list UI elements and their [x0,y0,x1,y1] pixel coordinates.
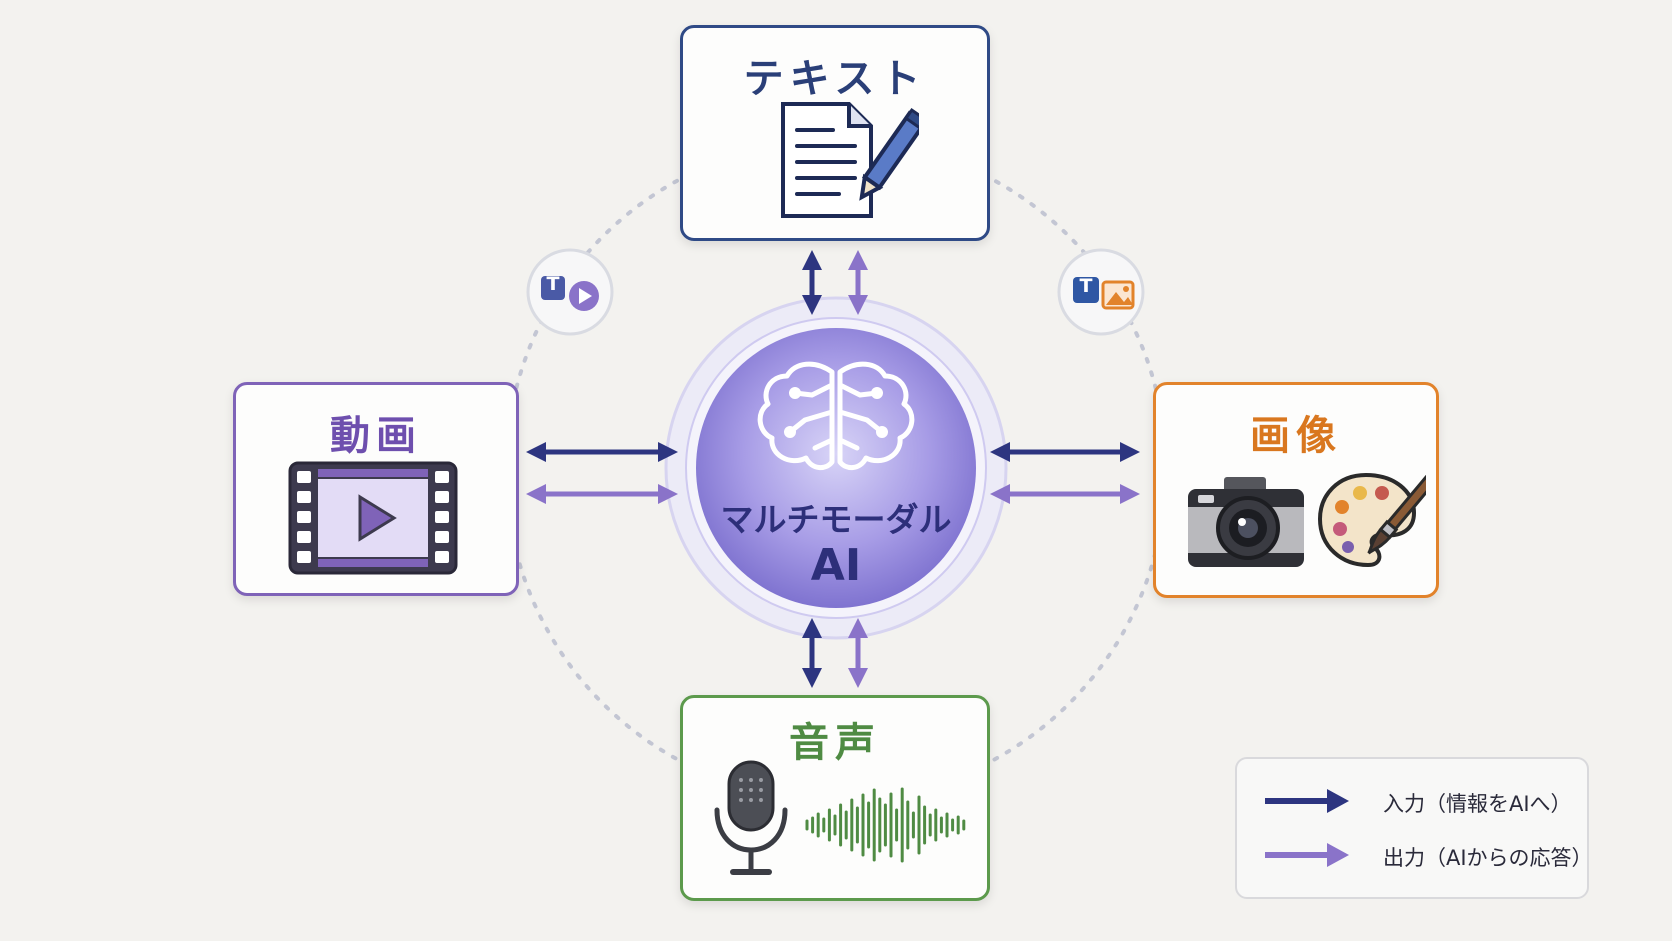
text-to-video-badge [526,248,614,336]
audio-modality-box: 音声 [680,695,990,901]
audio-modality-title: 音声 [789,720,881,766]
legend-output-arrow [1265,843,1349,867]
image-modality-box: 画像 [1153,382,1439,598]
text-to-image-badge [1057,248,1145,336]
video-modality-box: 動画 [233,382,519,596]
text-modality-box: テキスト [680,25,990,241]
center-subtitle: AI [810,540,862,591]
center-title: マルチモーダル [720,500,952,539]
palette-brush-icon [1317,472,1426,568]
sound-wave-icon [805,787,966,863]
text-to-image-icon [1101,280,1135,310]
legend-output-label: 出力（AIからの応答） [1383,846,1593,870]
document-pencil-icon [781,102,919,218]
legend: 入力（情報をAIへ） 出力（AIからの応答） [1235,757,1593,899]
video-modality-title: 動画 [330,413,422,459]
camera-icon [1188,477,1304,567]
brain-circuit-icon [757,361,915,470]
legend-input-label: 入力（情報をAIへ） [1383,792,1572,816]
image-modality-title: 画像 [1250,413,1342,459]
microphone-icon [714,760,788,875]
film-strip-play-icon [288,461,458,575]
text-modality-title: テキスト [743,56,927,102]
badge-letter-t-image: T [1079,275,1093,297]
legend-input-arrow [1265,789,1349,813]
badge-letter-t-video: T [546,273,560,295]
